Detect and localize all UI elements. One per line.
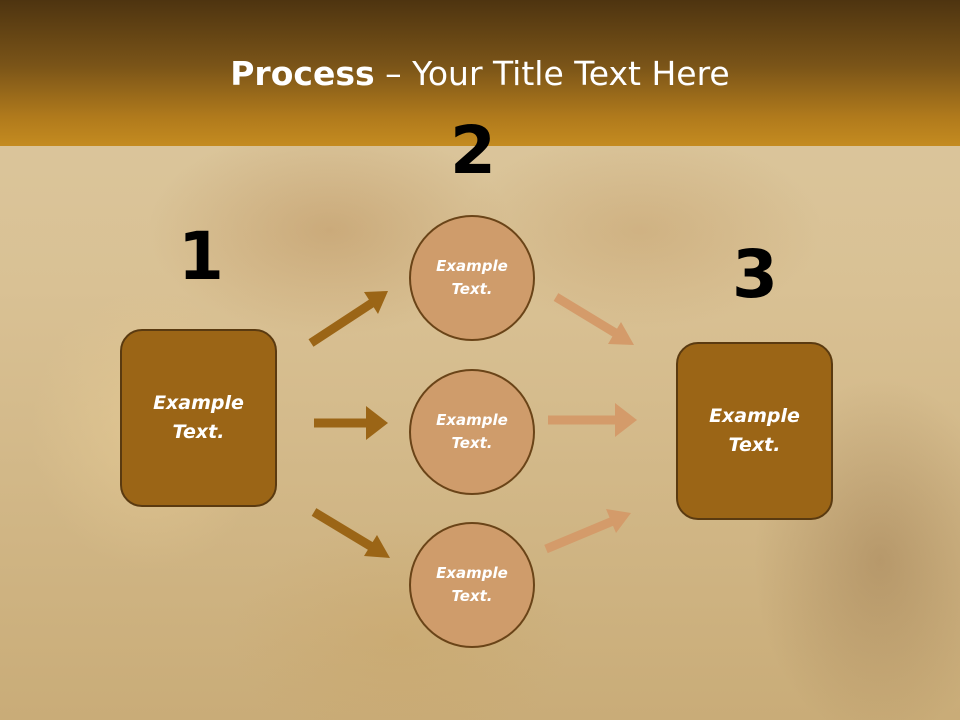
circle-node-top[interactable]: Example Text. <box>409 215 535 341</box>
circle-top-line2: Text. <box>451 280 493 298</box>
arrow-left-to-bottom <box>311 508 390 558</box>
right-process-box[interactable]: Example Text. <box>676 342 833 520</box>
arrow-bottom-to-right <box>544 509 631 554</box>
slide-title[interactable]: Process – Your Title Text Here <box>0 52 960 96</box>
right-box-line2: Text. <box>728 434 781 456</box>
step-number-1: 1 <box>178 218 224 295</box>
title-bold: Process <box>230 54 375 93</box>
circle-top-line1: Example <box>436 257 508 275</box>
title-rest: – Your Title Text Here <box>374 54 730 93</box>
title-bar <box>0 0 960 146</box>
circle-bottom-line1: Example <box>436 564 508 582</box>
arrow-middle-to-right <box>548 403 637 437</box>
circle-middle-line2: Text. <box>451 434 493 452</box>
step-number-3: 3 <box>732 236 778 313</box>
circle-bottom-line2: Text. <box>451 587 493 605</box>
left-box-line1: Example <box>153 392 244 414</box>
circle-node-middle[interactable]: Example Text. <box>409 369 535 495</box>
arrow-top-to-right <box>553 293 634 345</box>
left-process-box[interactable]: Example Text. <box>120 329 277 507</box>
circle-node-bottom[interactable]: Example Text. <box>409 522 535 648</box>
circle-middle-line1: Example <box>436 411 508 429</box>
left-box-line2: Text. <box>172 421 225 443</box>
arrow-left-to-top <box>308 291 388 347</box>
arrow-left-to-middle <box>314 406 388 440</box>
step-number-2: 2 <box>450 112 496 189</box>
right-box-line1: Example <box>709 405 800 427</box>
